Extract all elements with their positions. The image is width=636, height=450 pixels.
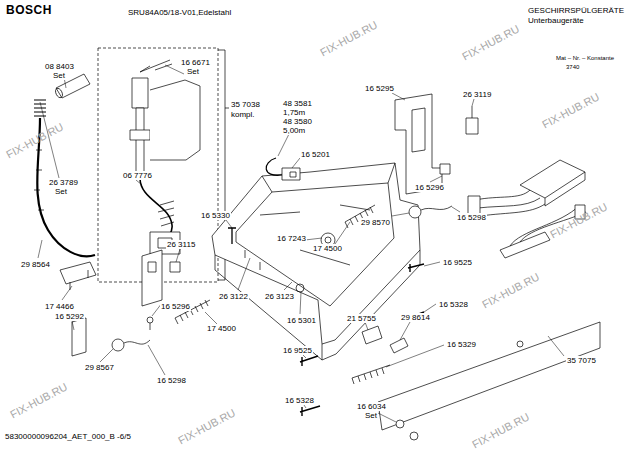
set-note: Set [186, 67, 200, 76]
set-note: Set [54, 187, 68, 196]
part-number: 29 8567 [84, 363, 115, 372]
brand-name: BOSCH [6, 4, 52, 17]
part-number: 16 5201 [300, 150, 331, 159]
document-code: 58300000096204_AET_000_B -6/5 [4, 432, 132, 441]
watermark: FIX-HUB.RU [318, 18, 379, 58]
base-tray [212, 163, 420, 360]
set-note: Set [52, 71, 66, 80]
part-number: 35 7038 [230, 100, 261, 109]
watermark: FIX-HUB.RU [4, 120, 65, 160]
part-number: 16 9525 [282, 346, 313, 355]
part-number: 29 8570 [360, 218, 391, 227]
part-number: 26 3789 [48, 178, 79, 187]
part-number: 06 7776 [122, 171, 153, 180]
subcategory-title: Unterbaugeräte [528, 16, 584, 25]
part-number: 26 3119 [462, 90, 492, 99]
part-number: 16 5328 [284, 396, 315, 405]
part-number: 16 5296 [160, 302, 191, 311]
leader-lines [38, 65, 564, 422]
note-text: Mat – Nr. – Konstante [556, 55, 614, 62]
part-number: 08 8403 [44, 62, 75, 71]
part-number: 21 5755 [346, 314, 377, 323]
part-number: 16 7243 [276, 234, 307, 243]
part-number: 29 8564 [20, 260, 51, 269]
part-number: 16 5296 [414, 183, 445, 192]
bracket [395, 94, 442, 194]
part-number: 17 4500 [206, 324, 237, 333]
watermark: FIX-HUB.RU [8, 380, 69, 420]
length-note: 1,75m [282, 108, 306, 117]
part-number: 16 6034 [356, 402, 387, 411]
part-number: 17 4500 [312, 244, 343, 253]
inlet-valve [130, 60, 200, 258]
part-number: 26 3115 [166, 240, 196, 249]
part-number: 26 3123 [264, 292, 295, 301]
part-number: 16 5301 [286, 316, 317, 325]
watermark: FIX-HUB.RU [480, 270, 541, 310]
front-panel [378, 322, 600, 430]
bracket [142, 250, 162, 306]
category-title: GESCHIRRSPÜLGERÄTE [528, 6, 624, 15]
part-number: 16 5329 [446, 340, 477, 349]
part-number: 16 9525 [442, 258, 473, 267]
part-number: 16 6671 [180, 58, 211, 67]
set-note: Set [364, 411, 378, 420]
part-number: 17 4466 [44, 302, 75, 311]
wiring-harness [468, 160, 586, 258]
part-number: 48 3580 [282, 117, 313, 126]
watermark: FIX-HUB.RU [470, 410, 531, 450]
note-text: 3740 [566, 64, 579, 71]
part-number: 26 3122 [218, 292, 249, 301]
part-number: 16 5298 [456, 213, 487, 222]
assembly-frame [98, 48, 218, 282]
model-title: SRU84A05/18-V01,Edelstahl [128, 8, 231, 17]
watermark: FIX-HUB.RU [540, 90, 601, 130]
part-number: 16 5298 [156, 376, 187, 385]
part-number: 16 5295 [364, 84, 395, 93]
part-number: 35 7075 [566, 356, 597, 365]
part-number: 16 5292 [54, 312, 85, 321]
clip [60, 262, 96, 290]
set-note: kompl. [230, 110, 256, 119]
part-number: 16 5328 [438, 300, 469, 309]
part-number: 29 8614 [400, 313, 431, 322]
part-number: 48 3581 [282, 99, 313, 108]
watermark: FIX-HUB.RU [460, 22, 521, 62]
part-number: 16 5330 [200, 211, 231, 220]
watermark: FIX-HUB.RU [176, 406, 237, 446]
length-note: 5,00m [282, 126, 306, 135]
